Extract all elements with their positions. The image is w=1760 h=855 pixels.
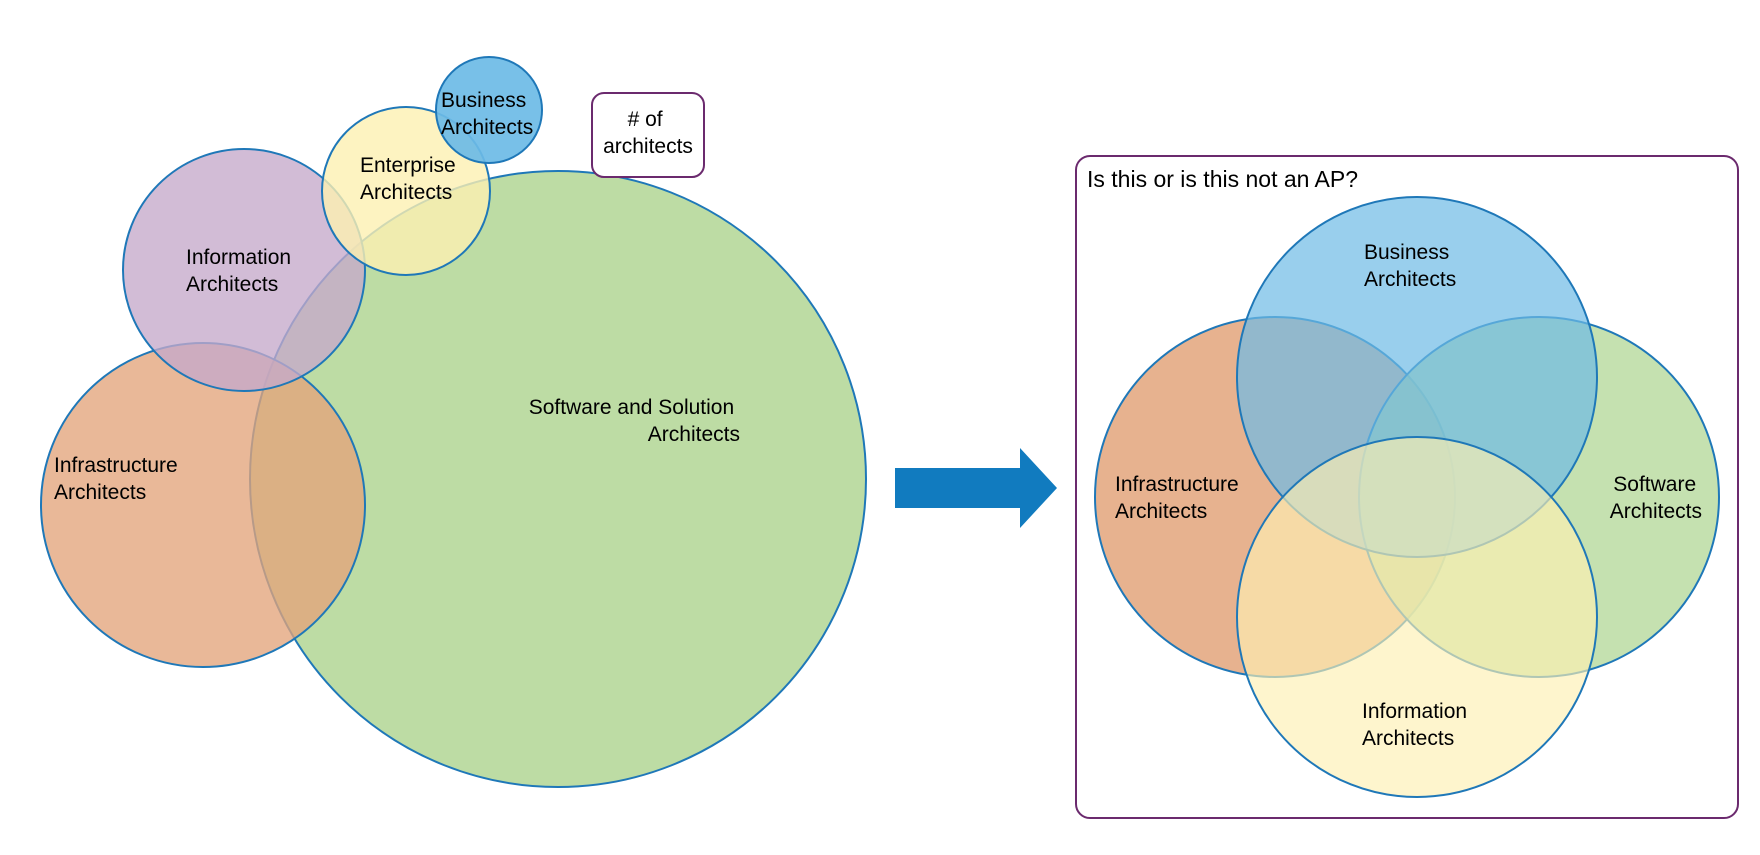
venn-information-label: Information Architects [1362, 700, 1473, 750]
transition-arrow [895, 448, 1057, 528]
venn-infrastructure-label: Infrastructure Architects [1115, 473, 1245, 523]
venn-title: Is this or is this not an AP? [1087, 166, 1358, 192]
infrastructure-architects-circle [40, 342, 366, 668]
legend-box [591, 92, 705, 178]
venn-software-label: Software Architects [1610, 473, 1702, 523]
information-architects-circle [122, 148, 366, 392]
right-venn-diagram: Is this or is this not an AP? Business A… [1075, 155, 1739, 819]
information-architects-label: Information Architects [186, 246, 297, 296]
business-architects-circle [435, 56, 543, 164]
left-proportional-diagram: Business Architects Enterprise Architect… [40, 56, 867, 788]
infrastructure-architects-label: Infrastructure Architects [54, 454, 184, 504]
software-solution-architects-label: Software and Solution Architects [529, 396, 740, 446]
enterprise-architects-label: Enterprise Architects [360, 154, 462, 204]
enterprise-architects-circle [321, 106, 491, 276]
venn-information-circle [1236, 436, 1598, 798]
business-architects-label: Business Architects [441, 89, 533, 139]
venn-business-label: Business Architects [1364, 241, 1456, 291]
legend-label: # of architects [603, 108, 693, 158]
